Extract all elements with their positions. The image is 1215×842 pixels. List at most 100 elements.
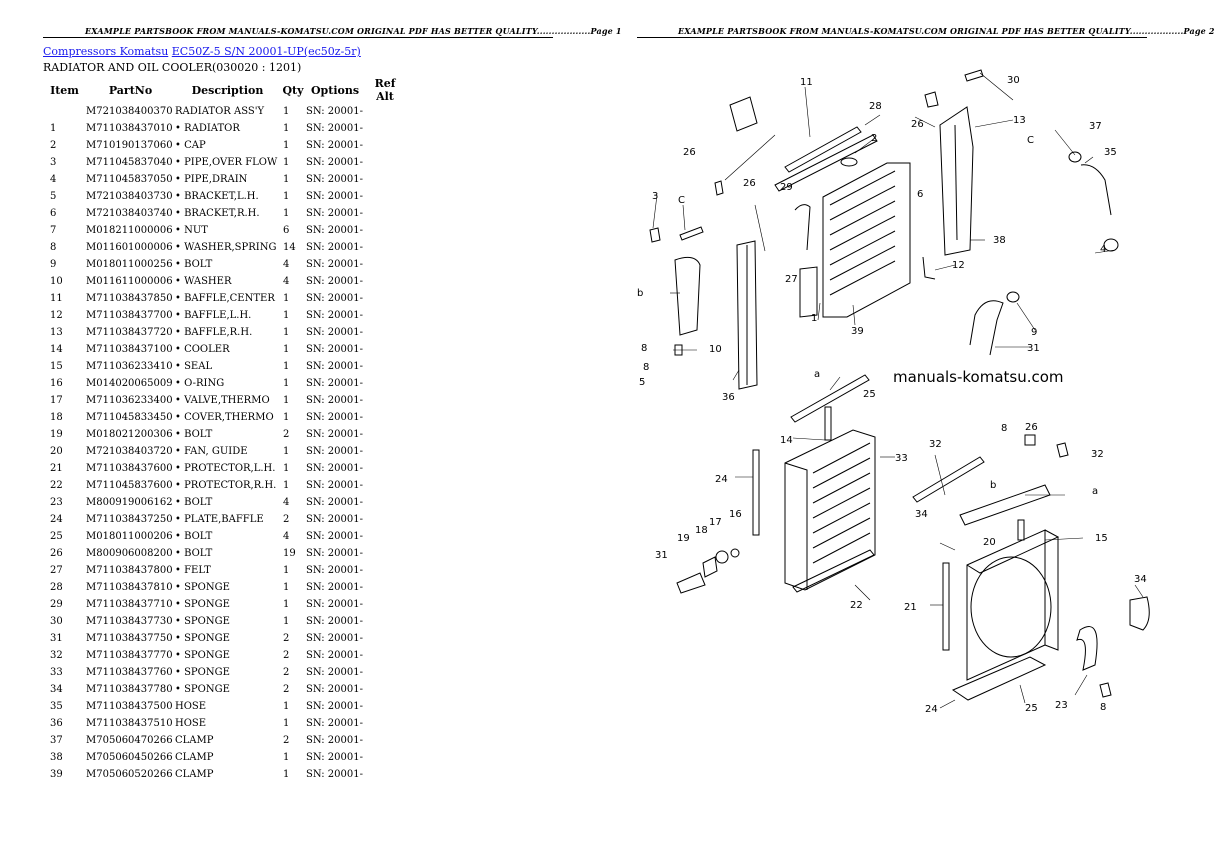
callout-label: 32 [929, 439, 942, 450]
cell-partno: M721038403740 [86, 208, 173, 219]
cell-options: SN: 20001- [306, 497, 363, 508]
cell-qty: 1 [283, 599, 290, 610]
cell-options: SN: 20001- [306, 531, 363, 542]
cell-description: CLAMP [175, 769, 214, 780]
cell-qty: 4 [283, 276, 290, 287]
cell-partno: M711038437770 [86, 650, 173, 661]
cell-partno: M014020065009 [86, 378, 173, 389]
cell-item: 9 [50, 259, 57, 270]
cell-qty: 1 [283, 752, 290, 763]
callout-label: 14 [780, 435, 793, 446]
callout-label: 29 [780, 182, 793, 193]
cell-description: • PROTECTOR,R.H. [175, 480, 277, 491]
cell-qty: 6 [283, 225, 290, 236]
cell-item: 29 [50, 599, 63, 610]
cell-partno: M721038403730 [86, 191, 173, 202]
cell-item: 13 [50, 327, 63, 338]
cell-ref-alt [364, 188, 406, 205]
callout-label: 8 [1100, 702, 1106, 713]
cell-ref-alt [364, 103, 406, 120]
callout-label: 26 [1025, 422, 1038, 433]
cell-qty: 19 [283, 548, 296, 559]
cell-item: 25 [50, 531, 63, 542]
cell-item: 10 [50, 276, 63, 287]
cell-qty: 1 [283, 378, 290, 389]
cell-item [43, 103, 86, 120]
cell-item: 6 [50, 208, 57, 219]
cell-description: • SPONGE [175, 684, 230, 695]
cell-ref-alt [364, 443, 406, 460]
callout-label: 25 [863, 389, 876, 400]
cell-description: • BOLT [175, 259, 213, 270]
cell-description: • SPONGE [175, 616, 230, 627]
cell-ref-alt [364, 732, 406, 749]
cell-item: 2 [50, 140, 57, 151]
cell-ref-alt [364, 222, 406, 239]
cell-options: SN: 20001- [306, 616, 363, 627]
column-header-partno: PartNo [108, 83, 153, 97]
cell-item: 7 [50, 225, 57, 236]
cell-description: • BOLT [175, 548, 213, 559]
cell-ref-alt [364, 358, 406, 375]
cell-qty: 1 [283, 344, 290, 355]
cell-description: • PIPE,OVER FLOW [175, 157, 278, 168]
cell-options: SN: 20001- [306, 667, 363, 678]
cell-options: SN: 20001- [306, 565, 363, 576]
cell-qty: 4 [283, 531, 290, 542]
breadcrumb: Compressors Komatsu EC50Z-5 S/N 20001-UP… [43, 45, 361, 58]
callout-label: 16 [729, 509, 742, 520]
callout-label: 37 [1089, 121, 1102, 132]
cell-item: 16 [50, 378, 63, 389]
cell-description: • SPONGE [175, 582, 230, 593]
callout-label: 34 [915, 509, 928, 520]
cell-partno: M800919006162 [86, 497, 173, 508]
cell-qty: 1 [283, 701, 290, 712]
cell-partno: M711038437010 [86, 123, 173, 134]
cell-qty: 1 [283, 327, 290, 338]
cell-item: 31 [50, 633, 63, 644]
callout-label: 17 [709, 517, 722, 528]
cell-qty: 1 [283, 208, 290, 219]
cell-ref-alt [364, 715, 406, 732]
callout-label: 34 [1134, 574, 1147, 585]
cell-options: SN: 20001- [306, 463, 363, 474]
cell-qty: 2 [283, 429, 290, 440]
cell-qty: 1 [283, 123, 290, 134]
cell-description: • PROTECTOR,L.H. [175, 463, 276, 474]
cell-description: • SEAL [175, 361, 213, 372]
cell-description: • SPONGE [175, 650, 230, 661]
column-header-qty: Qty [282, 83, 304, 97]
header-divider [43, 37, 553, 38]
cell-partno: M711038437800 [86, 565, 173, 576]
cell-item: 36 [50, 718, 63, 729]
callout-label: 33 [895, 453, 908, 464]
cell-ref-alt [364, 120, 406, 137]
cell-ref-alt [364, 392, 406, 409]
callout-label: 22 [850, 600, 863, 611]
breadcrumb-link-category[interactable]: Compressors Komatsu [43, 45, 169, 58]
callout-label: 8 [1001, 423, 1007, 434]
breadcrumb-link-model[interactable]: EC50Z-5 S/N 20001-UP(ec50z-5r) [171, 45, 361, 58]
callout-label: 30 [1007, 75, 1020, 86]
column-header-options: Options [310, 83, 360, 97]
cell-qty: 1 [283, 412, 290, 423]
cell-description: • O-RING [175, 378, 225, 389]
cell-description: • FAN, GUIDE [175, 446, 248, 457]
callout-label: 8 [643, 362, 649, 373]
cell-item: 12 [50, 310, 63, 321]
cell-options: SN: 20001- [306, 276, 363, 287]
cell-qty: 1 [283, 191, 290, 202]
cell-ref-alt [364, 579, 406, 596]
callout-label: 3 [652, 191, 658, 202]
cell-partno: M018211000006 [86, 225, 173, 236]
